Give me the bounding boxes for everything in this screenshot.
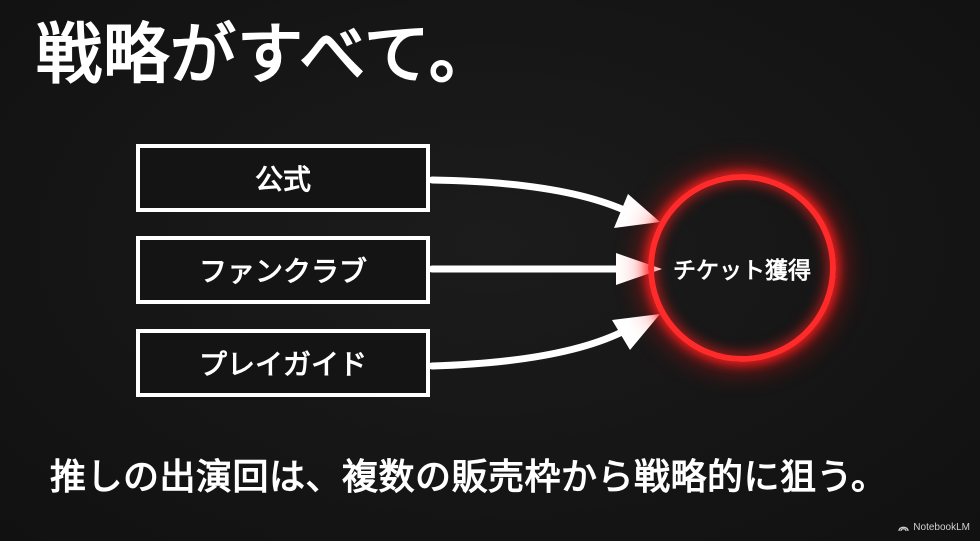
source-box-official: 公式: [136, 144, 430, 212]
target-circle: [648, 174, 836, 362]
source-box-playguide: プレイガイド: [136, 329, 430, 397]
arrowhead-fanclub: [616, 253, 662, 285]
arrow-playguide: [428, 328, 626, 370]
slide-caption: 推しの出演回は、複数の販売枠から戦略的に狙う。: [50, 457, 888, 498]
source-label-fanclub: ファンクラブ: [198, 255, 367, 288]
source-label-official: 公式: [254, 163, 311, 196]
notebooklm-logo-icon: [898, 526, 909, 532]
arrowhead-playguide: [612, 314, 660, 350]
slide-title: 戦略がすべて。: [36, 16, 496, 93]
source-box-fanclub: ファンクラブ: [136, 236, 430, 304]
target-label: チケット獲得: [673, 258, 811, 284]
watermark: NotebookLM: [898, 522, 970, 533]
arrowhead-official: [614, 194, 660, 228]
watermark-text: NotebookLM: [913, 522, 970, 533]
arrow-official: [428, 176, 628, 214]
source-label-playguide: プレイガイド: [198, 348, 367, 381]
